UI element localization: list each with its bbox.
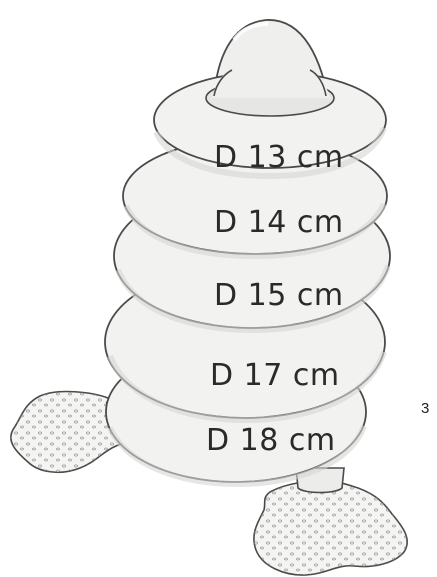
ring-label-13: D 13 cm <box>214 140 344 175</box>
ring-label-15: D 15 cm <box>214 278 344 313</box>
ring-label-14: D 14 cm <box>214 205 344 240</box>
ring-label-17: D 17 cm <box>210 358 340 393</box>
puddle-right <box>254 481 407 575</box>
page-number: 3 <box>421 400 429 417</box>
ring-label-18: D 18 cm <box>206 423 336 458</box>
